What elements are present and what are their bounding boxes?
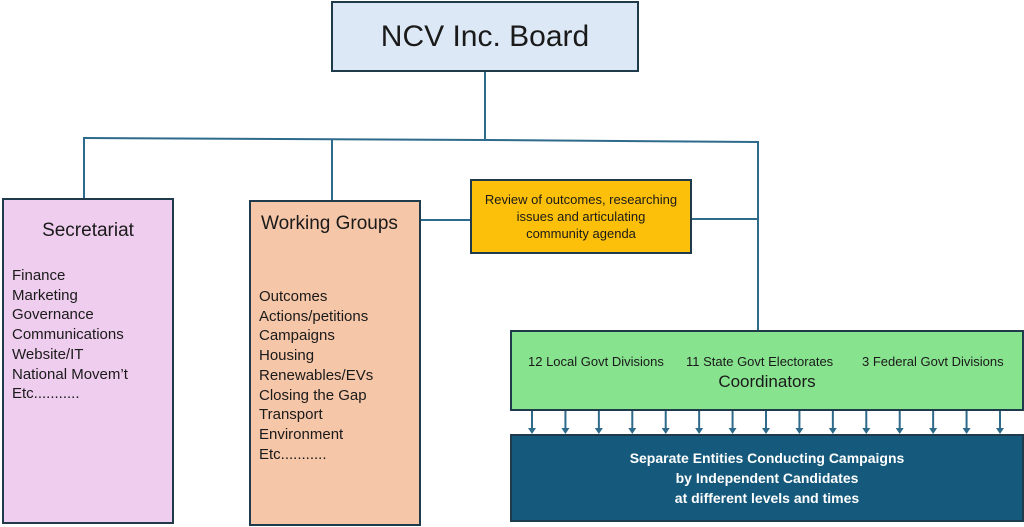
working-group-item: Transport [259, 406, 323, 424]
coordinators-box: 12 Local Govt Divisions 11 State Govt El… [510, 330, 1024, 411]
working-groups-title: Working Groups [261, 213, 398, 234]
secretariat-item: Governance [12, 306, 94, 324]
secretariat-list: Finance Marketing Governance Communicati… [12, 266, 128, 404]
secretariat-item: Etc........... [12, 385, 80, 403]
review-text: Review of outcomes, researching issues a… [485, 191, 677, 242]
arrow-down-icon [862, 411, 871, 434]
working-group-item: Closing the Gap [259, 386, 367, 404]
secretariat-box: Secretariat Finance Marketing Governance… [2, 198, 174, 524]
working-group-item: Housing [259, 347, 315, 365]
secretariat-item: Website/IT [12, 345, 84, 363]
arrow-down-icon [728, 411, 737, 434]
working-group-item: Campaigns [259, 327, 335, 345]
arrow-down-icon [528, 411, 536, 434]
arrow-down-icon [762, 411, 770, 434]
secretariat-item: National Movem’t [12, 365, 128, 383]
arrow-down-icon [828, 411, 837, 434]
board-title: NCV Inc. Board [380, 19, 590, 53]
arrow-down-icon [661, 411, 670, 434]
working-group-item: Environment [259, 425, 344, 443]
working-group-item: Actions/petitions [259, 307, 369, 325]
arrow-down-icon [795, 411, 804, 434]
review-line: Review of outcomes, researching [484, 192, 678, 207]
entities-line: by Independent Candidates [675, 470, 859, 486]
review-line: community agenda [526, 226, 636, 241]
review-box: Review of outcomes, researching issues a… [470, 179, 692, 254]
entities-box: Separate Entities Conducting Campaigns b… [510, 434, 1024, 522]
arrow-down-icon [929, 411, 938, 434]
working-group-item: Etc........... [259, 445, 327, 463]
coordinators-label: Coordinators [718, 372, 816, 391]
entities-line: Separate Entities Conducting Campaigns [629, 450, 905, 466]
arrow-down-icon [962, 411, 971, 434]
level-state: 11 State Govt Electorates [686, 354, 834, 369]
level-local: 12 Local Govt Divisions [528, 354, 664, 369]
secretariat-item: Communications [12, 326, 124, 344]
working-groups-list: Outcomes Actions/petitions Campaigns Hou… [259, 287, 373, 464]
arrow-down-icon [561, 411, 570, 434]
secretariat-item: Finance [12, 267, 66, 284]
branch-line [83, 137, 759, 143]
review-line: issues and articulating [516, 209, 646, 224]
arrow-down-icon [628, 411, 637, 434]
arrow-down-icon [594, 411, 603, 434]
arrow-down-icon [695, 411, 704, 434]
board-box: NCV Inc. Board [331, 1, 639, 72]
secretariat-title: Secretariat [42, 220, 134, 241]
arrow-down-icon [895, 411, 904, 434]
arrow-down-icon [996, 411, 1004, 434]
secretariat-item: Marketing [12, 286, 78, 304]
working-group-item: Outcomes [259, 288, 328, 305]
working-group-item: Renewables/EVs [259, 366, 374, 384]
level-federal: 3 Federal Govt Divisions [862, 354, 1004, 369]
arrow-group [528, 411, 1004, 434]
entities-line: at different levels and times [674, 490, 860, 506]
working-groups-box: Working Groups Outcomes Actions/petition… [249, 200, 421, 526]
